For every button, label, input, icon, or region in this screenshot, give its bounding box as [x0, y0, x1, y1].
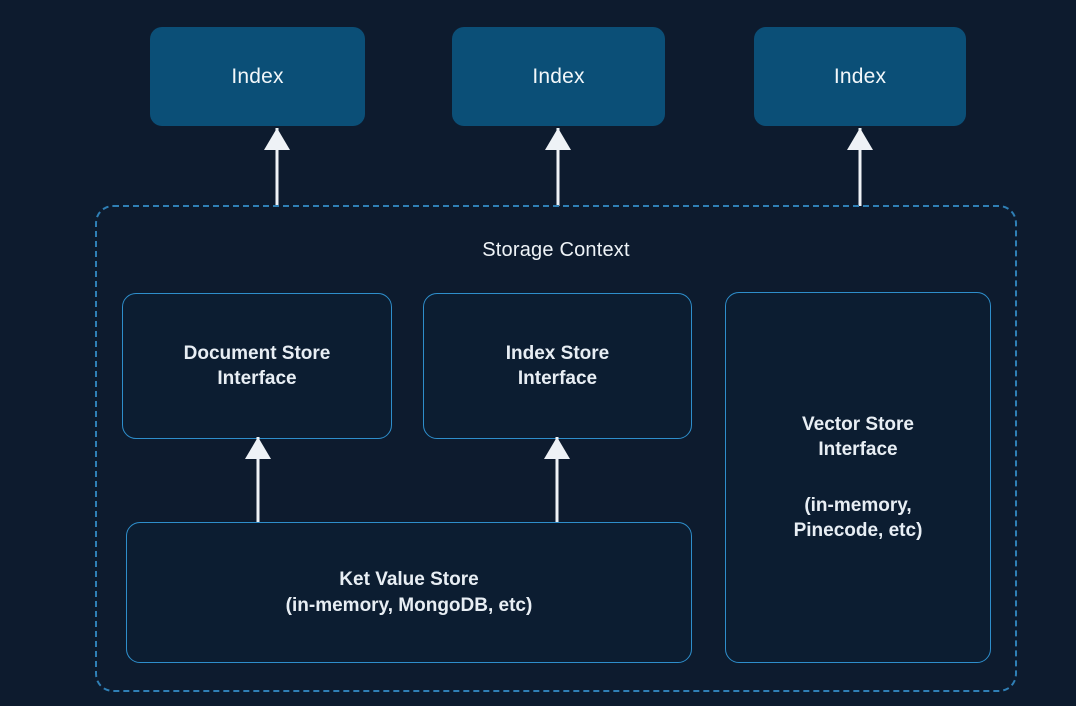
document-store-arrow [245, 437, 271, 525]
vector-store-interface-box[interactable]: Vector Store Interface (in-memory, Pinec… [725, 292, 991, 663]
key-value-store-line1: Ket Value Store [339, 569, 479, 591]
vector-store-interface-sub2: Pinecode, etc) [793, 519, 923, 541]
index-node-3[interactable]: Index [754, 27, 966, 126]
index-1-arrow-shaft [275, 128, 279, 206]
vector-store-interface-line1: Vector Store [802, 413, 914, 435]
index-node-2[interactable]: Index [452, 27, 665, 126]
key-value-store-line2: (in-memory, MongoDB, etc) [285, 594, 533, 616]
index-2-arrow-shaft [556, 128, 560, 206]
index-store-arrow-head [544, 437, 570, 459]
index-3-arrow-head [847, 128, 873, 150]
index-store-interface-line1: Index Store [505, 342, 610, 364]
index-3-arrow [847, 128, 873, 206]
index-store-interface-box[interactable]: Index Store Interface [423, 293, 692, 439]
index-1-arrow [264, 128, 290, 206]
storage-context-container: Storage Context [95, 205, 1017, 692]
index-2-arrow [545, 128, 571, 206]
document-store-arrow-head [245, 437, 271, 459]
index-store-interface-line2: Interface [517, 368, 598, 389]
document-store-arrow-shaft [256, 437, 260, 525]
key-value-store-box[interactable]: Ket Value Store (in-memory, MongoDB, etc… [126, 522, 692, 663]
index-3-arrow-shaft [858, 128, 862, 206]
index-store-arrow [544, 437, 570, 525]
index-1-arrow-head [264, 128, 290, 150]
index-store-arrow-shaft [555, 437, 559, 525]
document-store-interface-box[interactable]: Document Store Interface [122, 293, 392, 439]
storage-context-title: Storage Context [482, 239, 630, 261]
vector-store-interface-line2: Interface [818, 439, 898, 461]
document-store-interface-line1: Document Store [183, 342, 331, 364]
vector-store-interface-sub1: (in-memory, [804, 494, 912, 516]
document-store-interface-line2: Interface [217, 368, 297, 389]
index-node-3-label: Index [833, 64, 887, 88]
index-node-1[interactable]: Index [150, 27, 365, 126]
index-node-1-label: Index [231, 64, 284, 88]
index-node-2-label: Index [532, 64, 585, 88]
index-2-arrow-head [545, 128, 571, 150]
